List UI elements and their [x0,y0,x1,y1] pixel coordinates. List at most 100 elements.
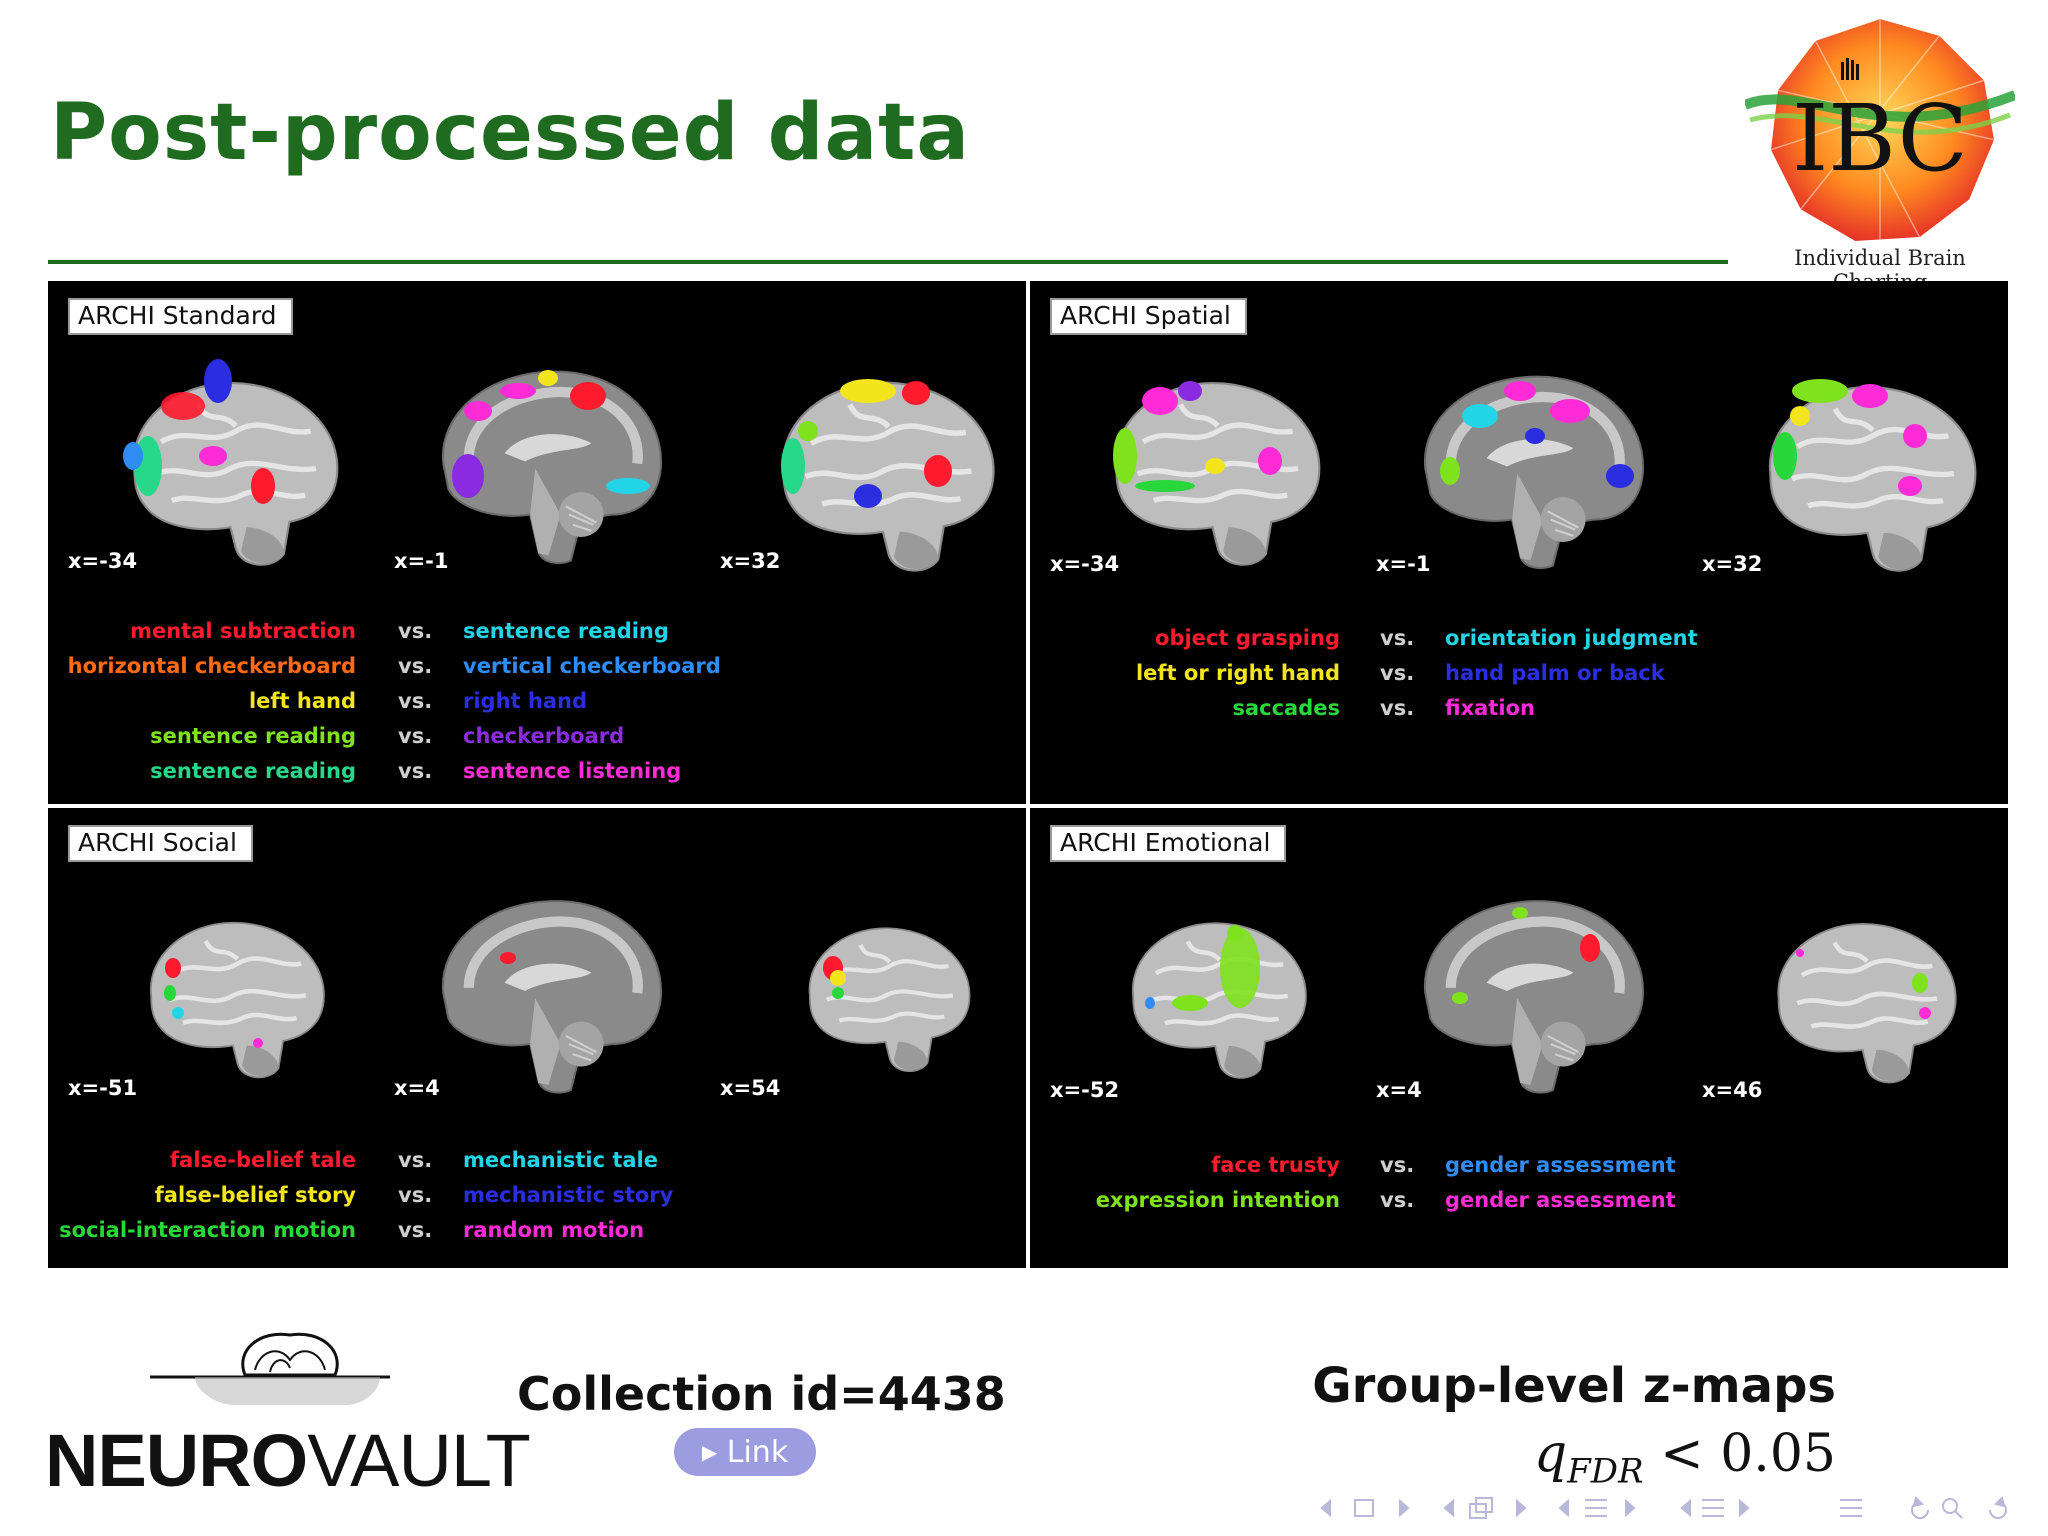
panel-title: ARCHI Standard [68,298,293,335]
contrast-right-label: mechanistic tale [463,1148,658,1172]
contrast-right-label: vertical checkerboard [463,654,721,678]
contrast-left-label: false-belief tale [170,1148,356,1172]
contrast-right-label: random motion [463,1218,645,1242]
brain-slice-left [151,923,324,1078]
contrast-left-label: social-interaction motion [59,1218,356,1242]
activation-blobs [123,359,952,508]
contrast-vs-label: vs. [398,689,433,713]
brain-slices [123,359,1026,581]
contrast-vs-label: vs. [1380,626,1415,650]
nav-doc-prev-icon[interactable] [1680,1498,1691,1518]
contrast-right-label: right hand [463,689,587,713]
contrast-vs-label: vs. [398,1148,433,1172]
title-rule [48,260,1728,264]
neurovault-logo [150,1332,390,1405]
brain-slice-medial [443,901,661,1092]
neurovault-bold: NEURO [45,1419,308,1502]
contrast-left-label: horizontal checkerboard [67,654,356,678]
brain-slice-right [1778,924,1955,1082]
panel-archi-spatial: ARCHI Spatial x=-34 x=-1 x=32 object gra… [1030,281,2008,804]
coord-label: x=32 [1702,552,1763,576]
nav-subsection-icon[interactable] [1469,1497,1493,1519]
brain-slice-right [809,928,969,1071]
brain-slice-left [1116,383,1319,565]
beamer-nav-bar [1320,1496,2007,1519]
contrast-vs-label: vs. [1380,1153,1415,1177]
nav-section-icon[interactable] [1585,1499,1607,1517]
contrast-row: false-belief tale vs. mechanistic tale [48,1143,1026,1178]
contrast-right-label: hand palm or back [1445,661,1665,685]
contrast-vs-label: vs. [398,724,433,748]
coord-label: x=4 [1376,1078,1422,1102]
contrast-right-label: gender assessment [1445,1188,1676,1212]
play-arrow-icon: ▶ [701,1440,718,1464]
contrast-right-label: sentence reading [463,619,669,643]
coord-label: x=-51 [68,1076,138,1100]
contrast-left-label: face trusty [1211,1153,1340,1177]
link-label: Link [726,1435,789,1470]
contrast-row: sentence reading vs. checkerboard [48,719,1026,754]
nav-doc-next-icon[interactable] [1739,1498,1750,1518]
panel-title: ARCHI Social [68,825,253,862]
panel-archi-social: ARCHI Social x=-51 x=4 x=54 false-belief… [48,808,1026,1268]
link-button[interactable]: ▶ Link [674,1428,816,1476]
nav-forward-icon[interactable] [1989,1496,2007,1519]
coord-label: x=46 [1702,1078,1763,1102]
neurovault-light: VAULT [307,1419,531,1502]
nav-frame-prev-icon[interactable] [1320,1498,1331,1518]
contrast-left-label: mental subtraction [130,619,356,643]
q-symbol: q [1533,1424,1568,1484]
fingerprint-icon [1841,58,1859,80]
contrast-left-label: object grasping [1155,626,1340,650]
group-level-label: Group-level z-maps [1312,1358,1836,1414]
nav-back-icon[interactable] [1911,1496,1929,1519]
contrast-vs-label: vs. [1380,1188,1415,1212]
q-value: < 0.05 [1660,1424,1836,1484]
coord-label: x=-1 [1376,552,1431,576]
slide-title: Post-processed data [50,88,970,178]
ibc-logo: IBC [1745,16,2015,244]
nav-appendix-icon[interactable] [1840,1499,1862,1517]
contrast-vs-label: vs. [398,1218,433,1242]
contrast-vs-label: vs. [1380,661,1415,685]
nav-frame-next-icon[interactable] [1399,1498,1410,1518]
activation-blobs [1113,379,1927,496]
qfdr-threshold: qFDR < 0.05 [1534,1424,1836,1491]
coord-label: x=-1 [394,549,449,573]
contrast-right-label: checkerboard [463,724,625,748]
nav-subsection-prev-icon[interactable] [1443,1498,1454,1518]
contrast-right-label: sentence listening [463,759,682,783]
brain-slice-left [1133,923,1306,1078]
brain-slices [1030,808,2008,1108]
contrast-vs-label: vs. [398,759,433,783]
panel-archi-standard: ARCHI Standard x=-34 x=-1 x=32 mental su… [48,281,1026,804]
nav-subsection-next-icon[interactable] [1516,1498,1527,1518]
nav-section-prev-icon[interactable] [1558,1498,1569,1518]
contrast-left-label: sentence reading [150,759,356,783]
contrast-left-label: saccades [1232,696,1340,720]
contrast-vs-label: vs. [398,654,433,678]
activation-blobs [1145,907,1931,1019]
ibc-logo-letters: IBC [1792,85,1968,192]
coord-label: x=4 [394,1076,440,1100]
contrast-row: horizontal checkerboard vs. vertical check… [48,649,1026,684]
brain-slices [48,808,1026,1108]
nav-search-icon[interactable] [1942,1498,1963,1519]
panel-archi-emotional: ARCHI Emotional x=-52 x=4 x=46 face trus… [1030,808,2008,1268]
q-subscript: FDR [1567,1451,1644,1492]
contrast-vs-label: vs. [1380,696,1415,720]
nav-section-next-icon[interactable] [1625,1498,1636,1518]
nav-doc-icon[interactable] [1702,1499,1724,1517]
nav-frame-icon[interactable] [1354,1499,1374,1517]
contrast-left-label: sentence reading [150,724,356,748]
brain-slice-right [783,383,993,571]
contrast-vs-label: vs. [398,1183,433,1207]
